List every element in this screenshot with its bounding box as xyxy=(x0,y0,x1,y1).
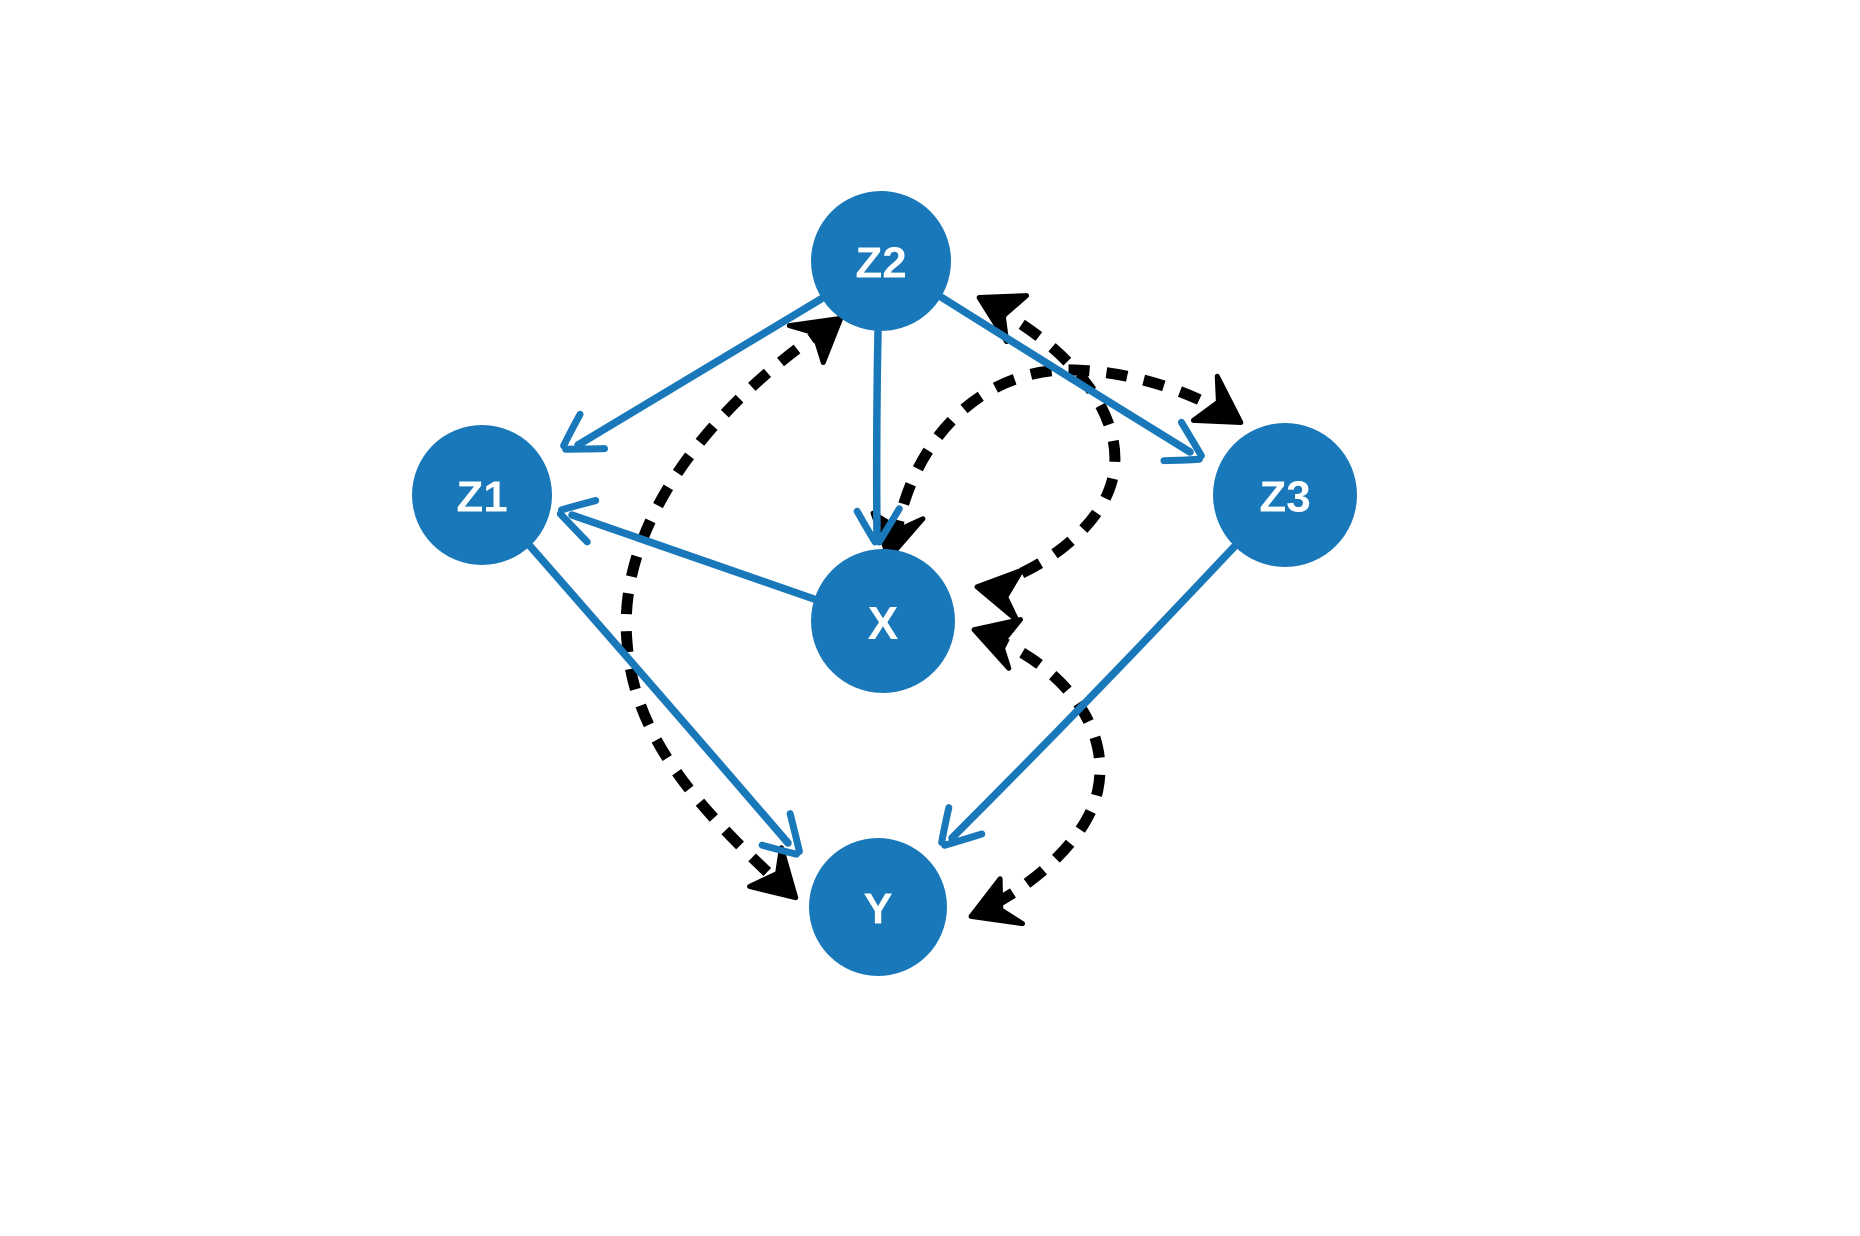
blue-arrowhead-icon xyxy=(560,410,609,453)
node-label-X: X xyxy=(868,597,899,649)
directed-edge-path xyxy=(526,542,792,847)
blue-arrowhead-icon xyxy=(758,810,803,858)
node-Z1: Z1 xyxy=(412,425,552,565)
bidirected-edge-path xyxy=(620,322,832,890)
node-circle-Z1 xyxy=(412,425,552,565)
node-label-Y: Y xyxy=(863,885,892,934)
directed-edge-Z3-Y xyxy=(938,543,1238,849)
black-arrowhead-icon xyxy=(1190,373,1244,426)
node-label-Z1: Z1 xyxy=(456,473,507,522)
blue-arrowhead-icon xyxy=(938,804,986,849)
bidirected-edge-Z2-X xyxy=(974,293,1121,623)
node-Y: Y xyxy=(809,838,947,976)
directed-edge-path xyxy=(937,293,1194,456)
directed-edge-Z1-Y xyxy=(526,542,803,858)
directed-edge-path xyxy=(574,295,825,449)
node-circle-Z3 xyxy=(1213,423,1357,567)
node-circle-Z2 xyxy=(811,191,951,331)
black-arrowhead-icon xyxy=(976,293,1030,345)
directed-edge-path xyxy=(872,328,882,540)
black-arrowhead-icon xyxy=(786,315,844,366)
node-label-Z2: Z2 xyxy=(855,239,906,288)
blue-arrowhead-icon xyxy=(1160,418,1205,465)
directed-edge-Z2-X xyxy=(853,328,903,546)
bidirected-edge-path xyxy=(985,630,1106,912)
blue-arrowhead-icon xyxy=(556,497,600,546)
node-X: X xyxy=(811,549,955,693)
black-arrowhead-icon xyxy=(974,567,1025,623)
node-Z2: Z2 xyxy=(811,191,951,331)
bidirected-edge-path xyxy=(889,364,1231,542)
node-circle-Y xyxy=(809,838,947,976)
node-circle-X xyxy=(811,549,955,693)
directed-edge-X-Z1 xyxy=(556,497,818,603)
node-label-Z3: Z3 xyxy=(1259,473,1310,522)
blue-arrowhead-icon xyxy=(853,505,903,546)
bidirected-edge-Z2-Y xyxy=(620,315,844,901)
node-Z3: Z3 xyxy=(1213,423,1357,567)
directed-edge-Z2-Z3 xyxy=(937,293,1205,465)
black-arrowhead-icon xyxy=(971,617,1023,671)
black-arrowhead-icon xyxy=(968,876,1026,927)
directed-edge-Z2-Z1 xyxy=(560,295,825,453)
black-arrowhead-icon xyxy=(747,845,799,901)
directed-edge-path xyxy=(568,511,818,603)
bidirected-edge-X-Z3 xyxy=(870,364,1244,561)
directed-edge-path xyxy=(948,543,1238,842)
bidirected-edge-X-Y xyxy=(968,617,1106,927)
bidirected-edge-path xyxy=(986,300,1121,590)
